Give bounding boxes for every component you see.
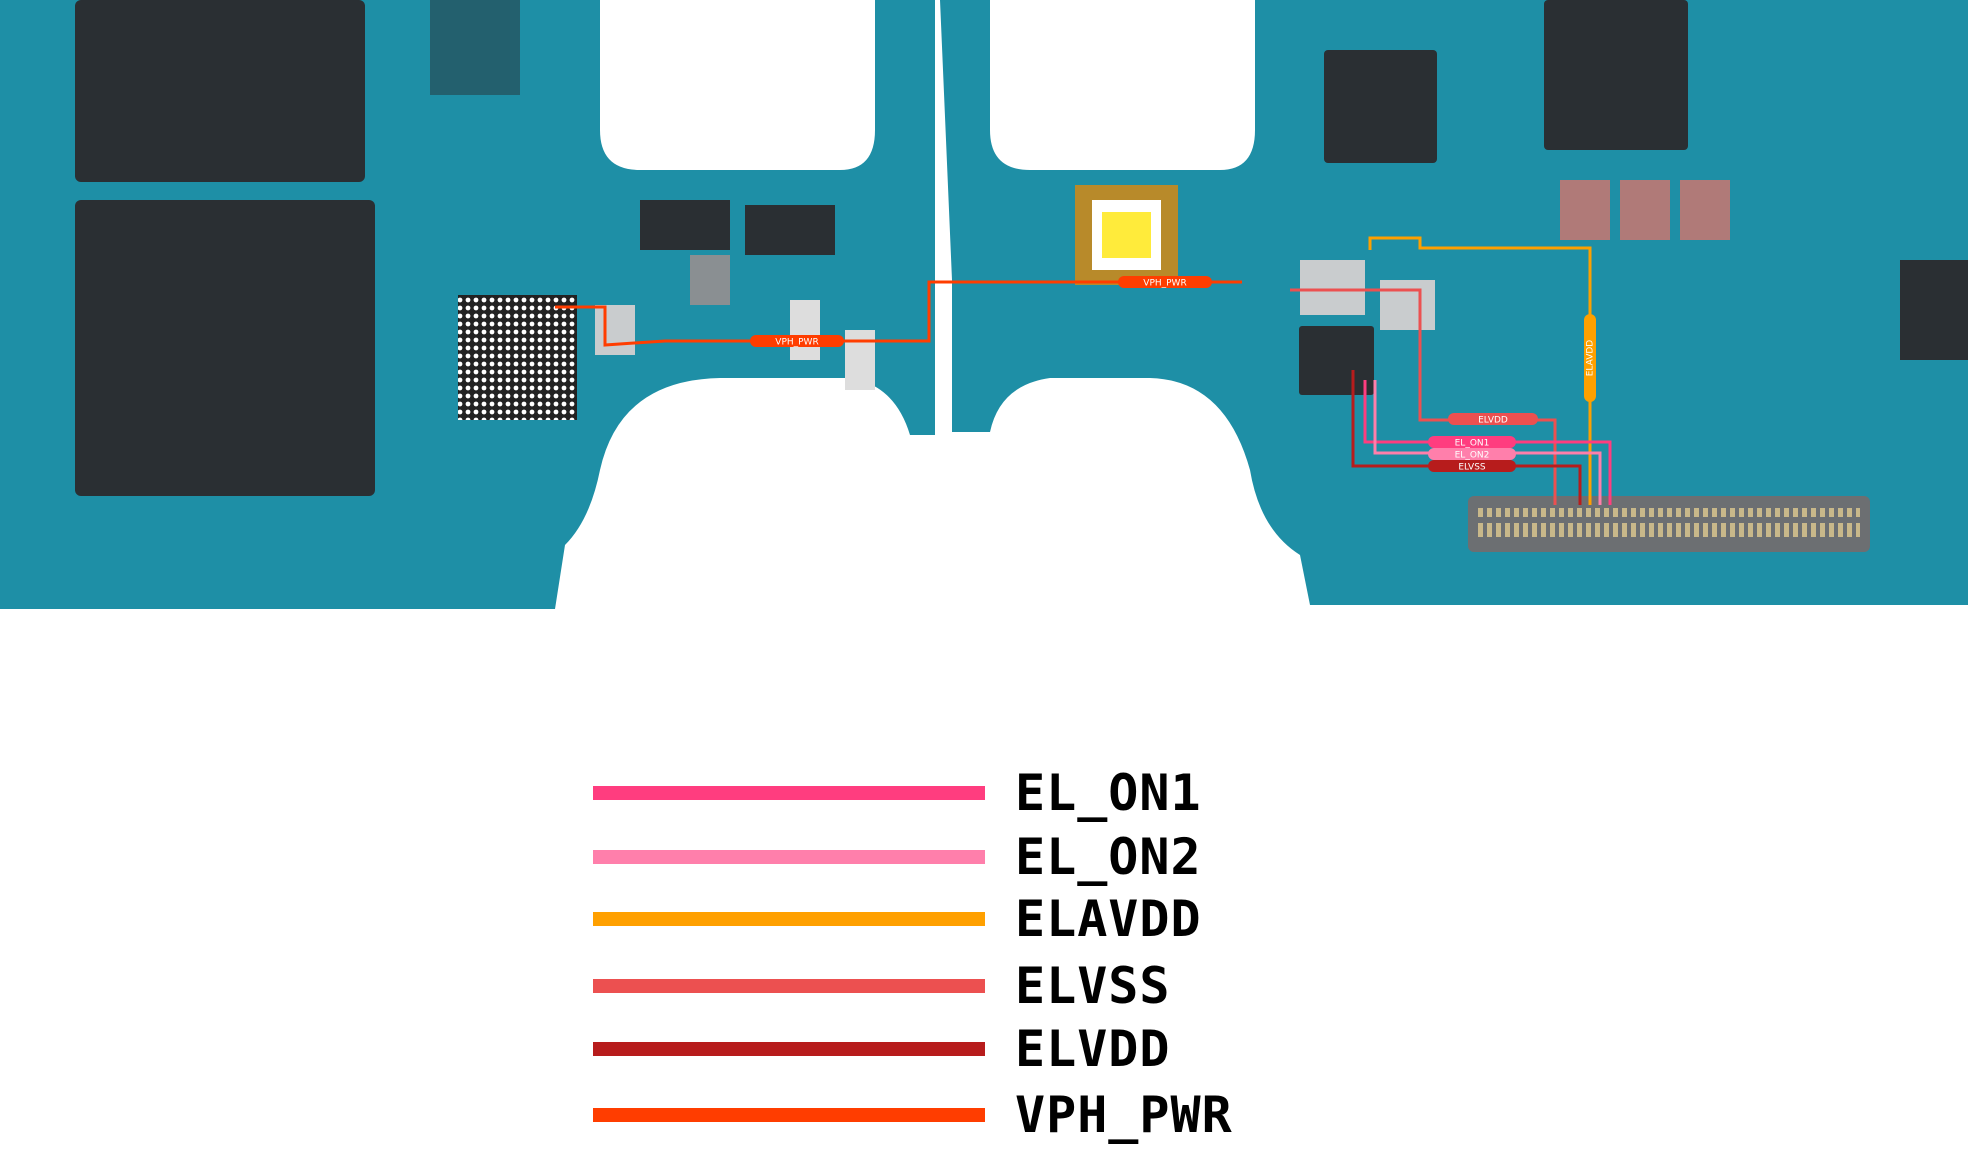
pcb-right-half bbox=[940, 0, 1968, 605]
legend-item: VPH_PWR bbox=[593, 1085, 1233, 1145]
legend-label: ELAVDD bbox=[1015, 890, 1202, 948]
trace-label-vph-pwr: VPH_PWR bbox=[775, 338, 818, 348]
legend-item: EL_ON1 bbox=[593, 763, 1202, 823]
trace-label-elavdd: ELAVDD bbox=[1586, 340, 1596, 377]
pmic-chip bbox=[1299, 326, 1374, 395]
trace-label-el-on2: EL_ON2 bbox=[1455, 451, 1490, 461]
legend-swatch bbox=[593, 912, 985, 926]
legend-label: EL_ON2 bbox=[1015, 828, 1202, 886]
trace-label-elvdd: ELVDD bbox=[1478, 416, 1508, 426]
legend-item: ELVSS bbox=[593, 956, 1171, 1016]
memory-chip bbox=[75, 0, 365, 182]
trace-label-el-on1: EL_ON1 bbox=[1455, 439, 1490, 449]
ram-chip bbox=[75, 200, 375, 496]
trace-label-elvss: ELVSS bbox=[1458, 463, 1486, 473]
legend-item: ELAVDD bbox=[593, 889, 1202, 949]
legend-item: ELVDD bbox=[593, 1019, 1171, 1079]
legend-swatch bbox=[593, 979, 985, 993]
legend-label: ELVDD bbox=[1015, 1020, 1171, 1078]
ic-chip bbox=[1324, 50, 1437, 163]
legend-label: ELVSS bbox=[1015, 957, 1171, 1015]
pcb-board-image: VPH_PWR VPH_PWR ELVDD EL_ON1 EL_ON2 ELVS… bbox=[0, 0, 1968, 609]
legend-swatch bbox=[593, 786, 985, 800]
trace-elavdd bbox=[1368, 236, 1592, 505]
ic-chip bbox=[1544, 0, 1688, 150]
legend-label: VPH_PWR bbox=[1015, 1086, 1233, 1144]
trace-label-vph-pwr: VPH_PWR bbox=[1143, 279, 1186, 289]
trace-elvdd bbox=[1290, 288, 1557, 505]
legend-label: EL_ON1 bbox=[1015, 764, 1202, 822]
trace-vph-pwr bbox=[555, 280, 1242, 347]
legend-swatch bbox=[593, 1042, 985, 1056]
legend-swatch bbox=[593, 850, 985, 864]
legend-swatch bbox=[593, 1108, 985, 1122]
legend-item: EL_ON2 bbox=[593, 827, 1202, 887]
